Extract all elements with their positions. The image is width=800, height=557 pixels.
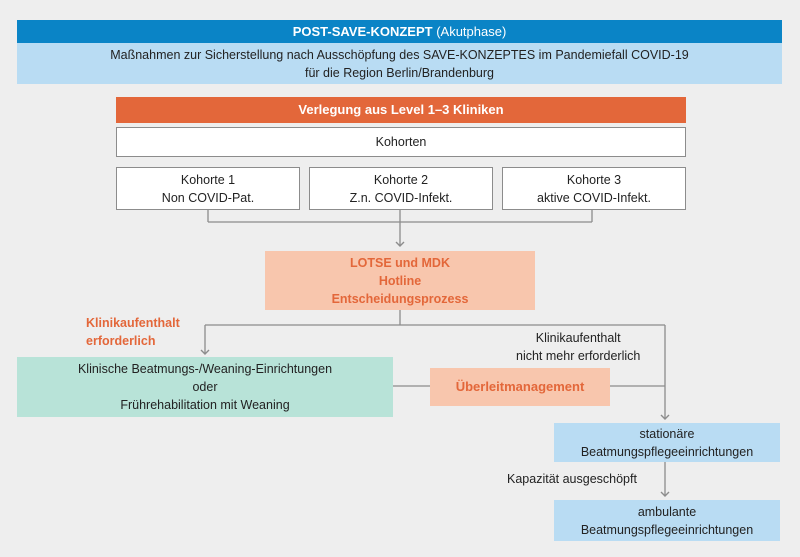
- branch-right-line2: nicht mehr erforderlich: [516, 349, 641, 363]
- cohort-2-title: Kohorte 2: [373, 172, 429, 187]
- branch-left-line2: erforderlich: [86, 334, 156, 348]
- header-subtitle-line2: für die Region Berlin/Brandenburg: [304, 65, 494, 80]
- transfer-box: Verlegung aus Level 1–3 Kliniken: [116, 97, 686, 123]
- transfer-label: Verlegung aus Level 1–3 Kliniken: [298, 102, 504, 117]
- stationary-line2: Beatmungspflegeeinrichtungen: [580, 444, 754, 459]
- ambulant-line1: ambulante: [637, 504, 697, 519]
- clinical-box: Klinische Beatmungs-/Weaning-Einrichtung…: [17, 357, 393, 417]
- decision-line1: LOTSE und MDK: [350, 255, 450, 270]
- branch-right-label: Klinikaufenthalt nicht mehr erforderlich: [516, 329, 640, 365]
- header-title-bar: POST-SAVE-KONZEPT (Akutphase): [17, 20, 782, 43]
- header-title-rest: (Akutphase): [436, 23, 507, 39]
- branch-left-line1: Klinikaufenthalt: [86, 316, 180, 330]
- branch-right-line1: Klinikaufenthalt: [535, 331, 621, 345]
- transition-label: Überleitmanagement: [455, 379, 585, 394]
- cohorts-box: Kohorten: [116, 127, 686, 157]
- cohort-box-2: Kohorte 2 Z.n. COVID-Infekt.: [309, 167, 493, 210]
- decision-line3: Entscheidungsprozess: [331, 291, 469, 306]
- decision-box: LOTSE und MDK Hotline Entscheidungsproze…: [265, 251, 535, 310]
- cohort-3-desc: aktive COVID-Infekt.: [537, 190, 651, 205]
- cohort-box-3: Kohorte 3 aktive COVID-Infekt.: [502, 167, 686, 210]
- clinical-line2: oder: [192, 380, 218, 394]
- clinical-line3: Frührehabilitation mit Weaning: [120, 398, 290, 412]
- cohort-3-title: Kohorte 3: [566, 172, 622, 187]
- clinical-line1: Klinische Beatmungs-/Weaning-Einrichtung…: [77, 362, 333, 376]
- transition-box: Überleitmanagement: [430, 368, 610, 406]
- stationary-box: stationäre Beatmungspflegeeinrichtungen: [554, 423, 780, 462]
- cohort-1-desc: Non COVID-Pat.: [161, 190, 255, 205]
- header-subtitle-box: Maßnahmen zur Sicherstellung nach Aussch…: [17, 43, 782, 84]
- header-title-bold: POST-SAVE-KONZEPT: [292, 23, 433, 39]
- cohort-box-1: Kohorte 1 Non COVID-Pat.: [116, 167, 300, 210]
- ambulant-line2: Beatmungspflegeeinrichtungen: [580, 522, 754, 537]
- capacity-label: Kapazität ausgeschöpft: [507, 472, 637, 486]
- cohorts-label: Kohorten: [375, 135, 427, 149]
- decision-line2: Hotline: [378, 273, 422, 288]
- header-subtitle-line1: Maßnahmen zur Sicherstellung nach Aussch…: [110, 47, 689, 62]
- cohort-1-title: Kohorte 1: [180, 172, 236, 187]
- cohort-2-desc: Z.n. COVID-Infekt.: [349, 190, 453, 205]
- stationary-line1: stationäre: [639, 426, 695, 441]
- ambulant-box: ambulante Beatmungspflegeeinrichtungen: [554, 500, 780, 541]
- branch-left-label: Klinikaufenthalt erforderlich: [86, 314, 180, 350]
